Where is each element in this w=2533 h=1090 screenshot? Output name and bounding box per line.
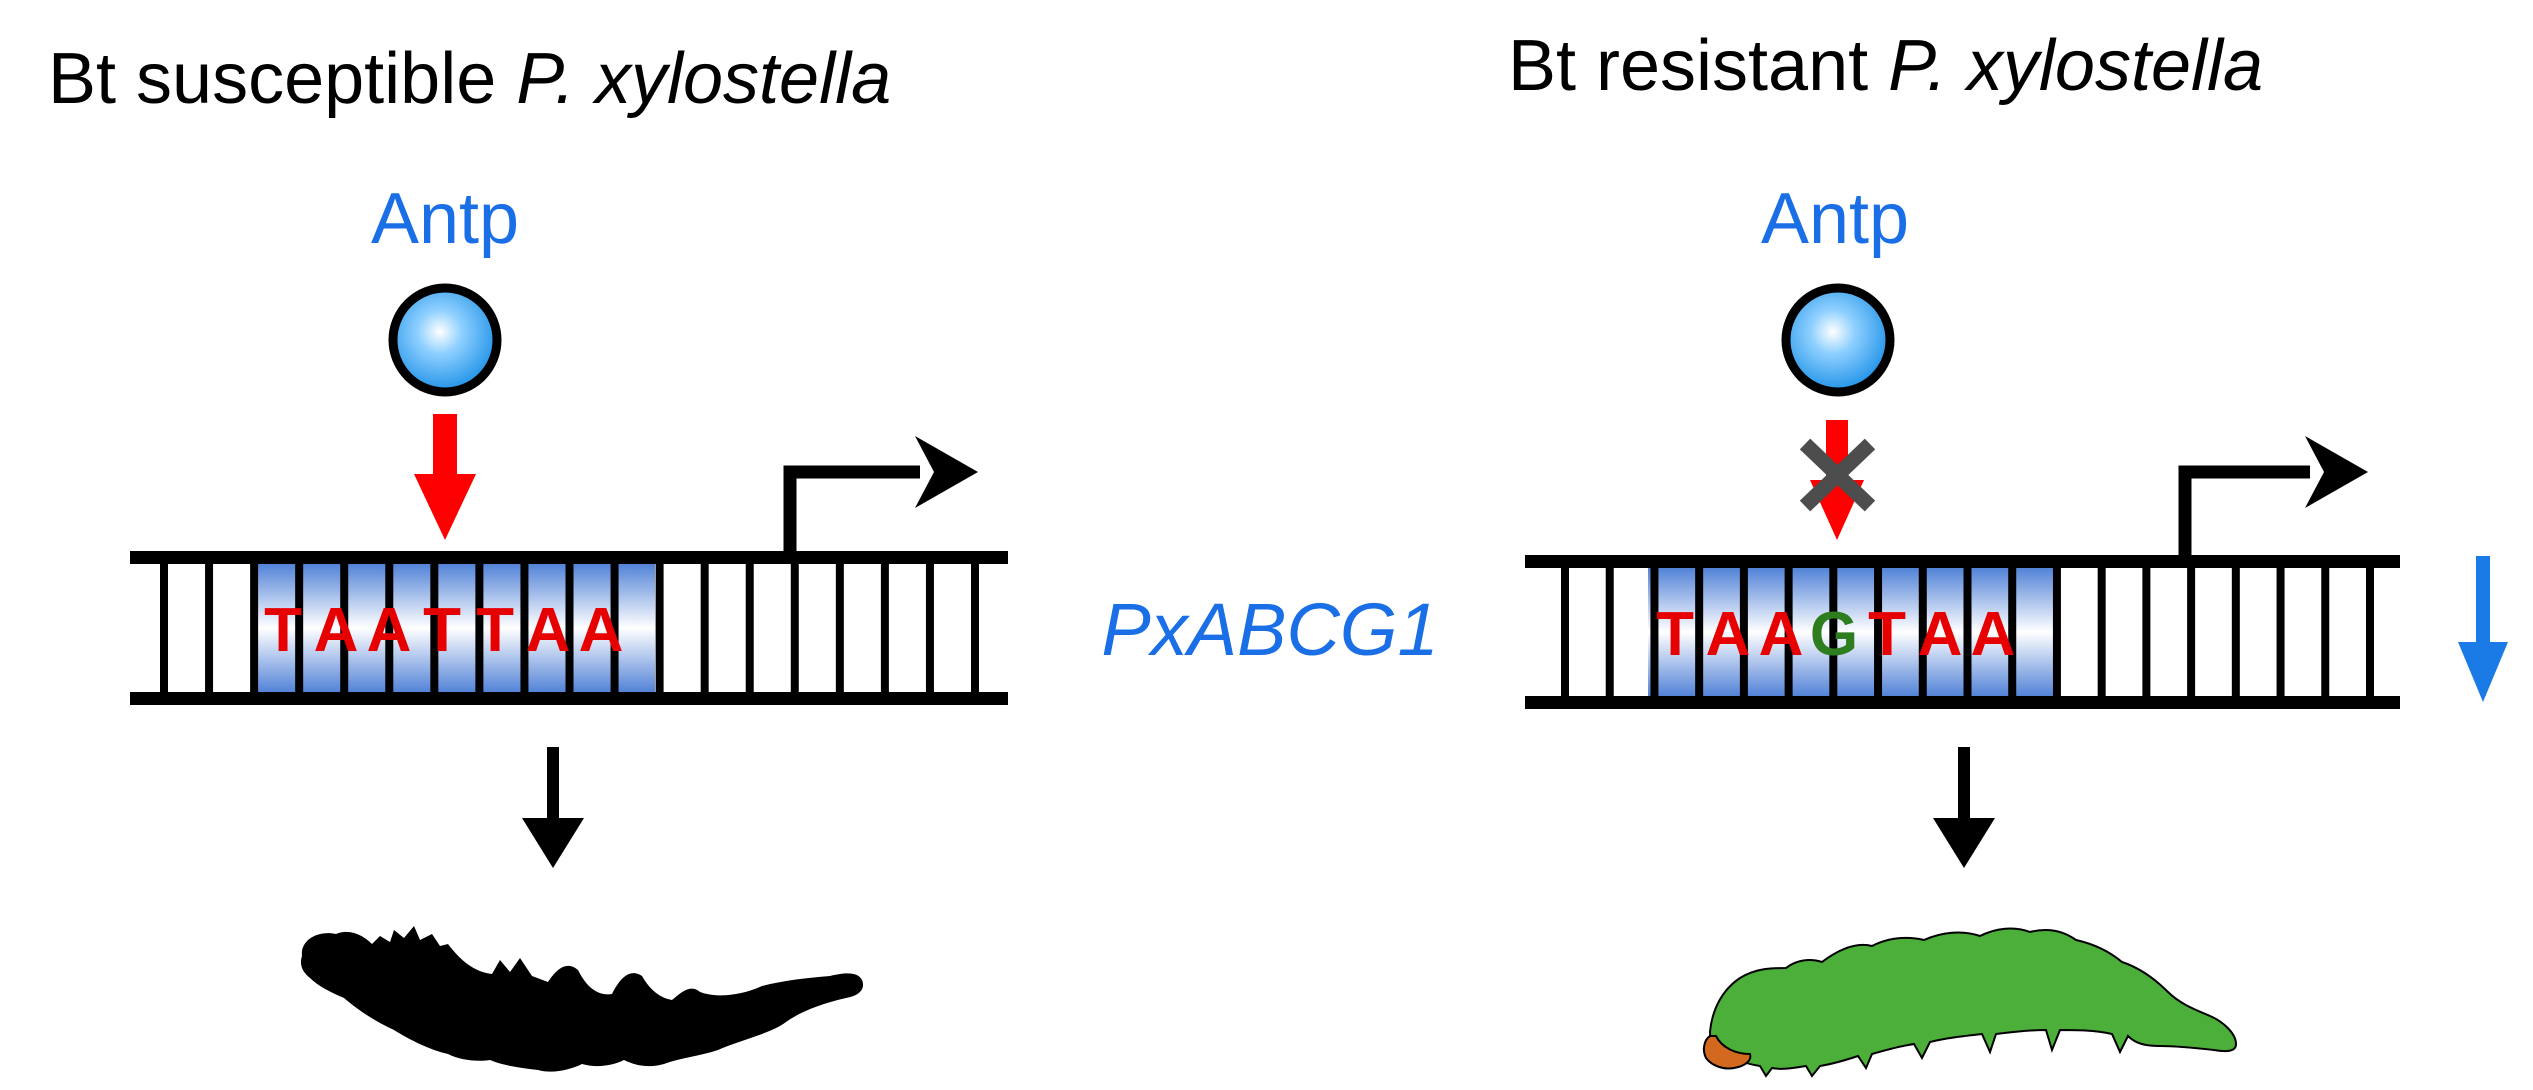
panel-title-susceptible: Bt susceptible P. xylostella [48,39,891,119]
healthy-larva [1702,927,2238,1078]
dna-strand-top [130,551,1008,564]
down-arrow-icon [2458,556,2508,702]
motif-base: T [476,596,514,665]
mutant-base: G [1810,600,1858,669]
sphere-icon [1781,283,1895,397]
bent-arrow-icon [783,436,978,552]
dna-rungs [160,560,979,696]
binding-arrow [414,414,476,540]
motif-base: A [1971,600,2016,669]
motif-base: A [526,596,571,665]
sphere-icon [388,283,502,397]
bent-arrow-icon [2178,436,2368,556]
motif-base: T [1656,600,1694,669]
binding-site-highlight [255,562,655,694]
dna-strand-bottom [1525,696,2400,709]
dead-larva-silhouette [300,926,864,1072]
panel-title-resistant: Bt resistant P. xylostella [1508,26,2263,106]
motif-base: T [264,596,302,665]
motif-base: A [1759,600,1804,669]
dna-strand-bottom [130,692,1008,705]
gene-label: PxABCG1 [1101,588,1438,671]
motif-base: A [579,596,624,665]
dna-strand-top [1525,555,2400,568]
motif-base: T [1868,600,1906,669]
motif-base: A [367,596,412,665]
binding-site-highlight [1648,566,2053,698]
downstream-arrow [1933,747,1995,868]
motif-base: A [1706,600,1751,669]
x-mark-icon [1799,438,1876,512]
downstream-arrow [522,747,584,868]
factor-label-antp: Antp [1761,179,1909,259]
dna-rungs [1561,564,2374,700]
motif-base: T [423,596,461,665]
motif-base: A [314,596,359,665]
motif-base: A [1918,600,1963,669]
larva-head [1702,1035,1752,1070]
factor-label-antp: Antp [371,179,519,259]
